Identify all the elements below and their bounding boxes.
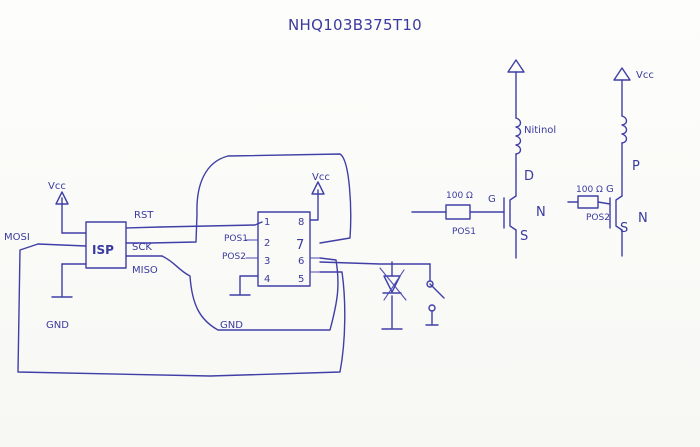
sck-wire [149, 153, 352, 244]
nmos-driver: Nitinol D S N 100 Ω G POS1 [411, 59, 556, 259]
isp-mcu-wiring [17, 153, 352, 377]
mcu-pin-4: 4 [264, 274, 270, 285]
nmos-gate-label: G [488, 194, 496, 205]
nmos-vcc-arrow-icon [507, 59, 525, 73]
mcu-vcc-wire [309, 189, 319, 221]
mcu-pin-6: 6 [298, 256, 304, 267]
mcu-vcc-arrow-icon [311, 181, 325, 195]
pmos-driver: Vcc P S N 100 Ω G POS2 [567, 67, 654, 257]
pmos-n-label: N [638, 211, 648, 226]
mosi-label: MOSI [4, 232, 30, 243]
miso-label: MISO [132, 265, 158, 276]
mcu-vcc-label: Vcc [312, 172, 330, 183]
rst-wire [159, 221, 263, 228]
nmos-drain-label: D [524, 169, 534, 184]
miso-wire [161, 255, 339, 331]
nmos-channel-icon [509, 195, 517, 231]
mcu-gnd-label: GND [220, 320, 243, 331]
pmos-resistor-label: 100 Ω [576, 185, 603, 195]
sck-label: SCK [132, 242, 152, 253]
led-scribble-2 [383, 269, 405, 301]
nmos-gate-resistor [445, 204, 471, 220]
switch-contact-icon [426, 280, 434, 288]
mcu-pin-5: 5 [298, 274, 304, 285]
nmos-type-label: N [536, 205, 546, 220]
nitinol-coil-icon [515, 117, 522, 155]
mosi-lead [37, 243, 87, 247]
isp-vcc-arrow-icon [55, 191, 69, 205]
pin6-output-wire [319, 261, 431, 265]
part-number-title: NHQ103B375T10 [288, 16, 422, 34]
nmos-pos-label: POS1 [452, 227, 476, 237]
pmos-channel-icon [615, 195, 623, 231]
pmos-gate-wire [597, 201, 611, 205]
led-icon [383, 275, 401, 293]
mcu-pin-7: 7 [296, 238, 304, 253]
mcu-pin-1: 1 [264, 217, 270, 228]
nmos-resistor-label: 100 Ω [446, 191, 473, 201]
rst-label: RST [134, 210, 154, 221]
switch-contact-bottom-icon [428, 304, 436, 312]
mosi-wire [17, 243, 346, 377]
isp-connector: ISP Vcc GND MOSI RST SCK MISO [4, 181, 163, 331]
isp-gnd-label: GND [46, 320, 69, 331]
pos2-pin-label: POS2 [222, 252, 246, 262]
pmos-vcc-arrow-icon [613, 67, 631, 81]
pmos-p-label: P [632, 159, 640, 174]
pmos-gate-label: G [606, 184, 614, 195]
isp-rst-lead [125, 226, 161, 229]
switch-lever-icon [429, 283, 445, 299]
pmos-gate-resistor [577, 195, 599, 209]
led-scribble [379, 267, 407, 301]
mcu-chip: 1 2 3 4 5 6 7 8 POS1 POS2 GND Vcc [220, 172, 330, 331]
pmos-vcc-label: Vcc [636, 70, 654, 81]
isp-box [85, 221, 127, 269]
pos1-pin-label: POS1 [224, 234, 248, 244]
mcu-body [257, 211, 311, 287]
pmos-coil-icon [621, 115, 628, 144]
indicator-and-switch [319, 261, 445, 330]
mcu-gnd-wire [239, 275, 259, 295]
pmos-source-label: S [620, 221, 628, 236]
isp-vcc-label: Vcc [48, 181, 66, 192]
mcu-pin-2: 2 [264, 238, 270, 249]
mcu-pin-8: 8 [298, 217, 304, 228]
nitinol-label: Nitinol [524, 125, 556, 136]
isp-label: ISP [92, 243, 114, 257]
nmos-source-label: S [520, 229, 528, 244]
mcu-pin-3: 3 [264, 256, 270, 267]
pmos-pos-label: POS2 [586, 213, 610, 223]
